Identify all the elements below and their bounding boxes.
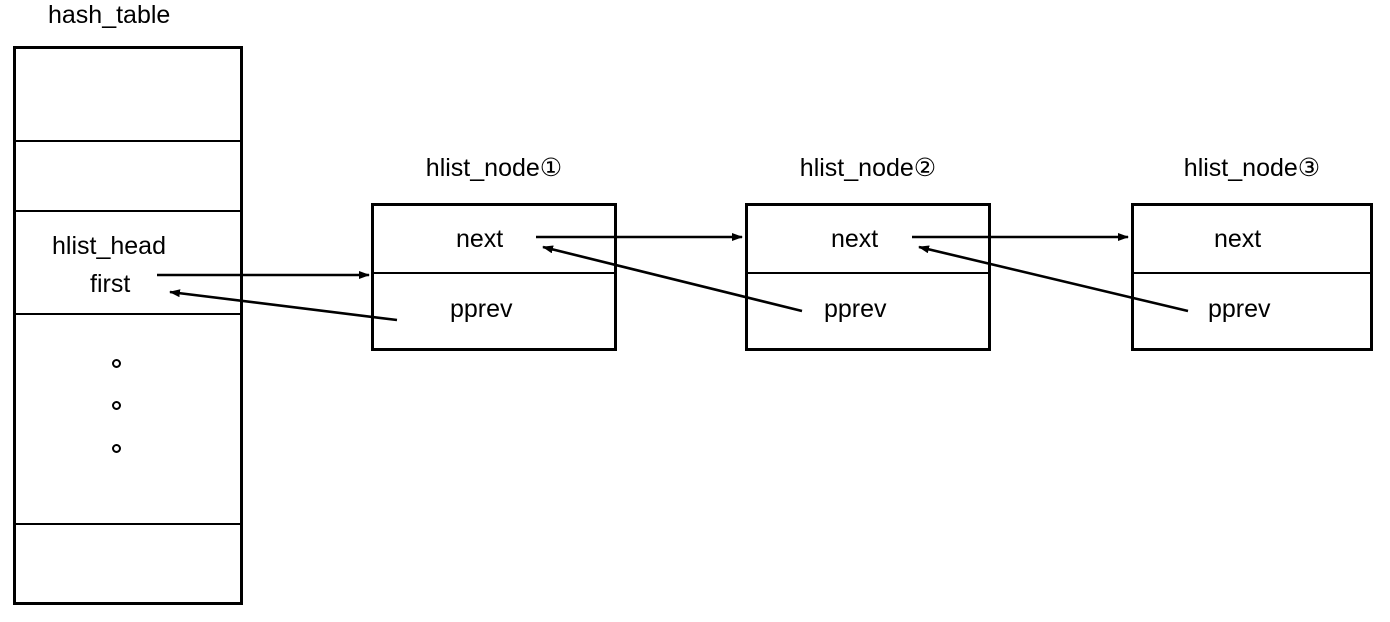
- hlist-node-2-title: hlist_node②: [799, 154, 937, 182]
- hash-table-row-divider-4: [16, 523, 240, 525]
- hlist-node-1-title: hlist_node①: [425, 154, 563, 182]
- ellipsis-dot-3: [112, 444, 121, 453]
- hlist-node-1-pprev-label: pprev: [450, 295, 513, 323]
- hlist-node-3-divider: [1134, 272, 1370, 274]
- ellipsis-dot-1: [112, 359, 121, 368]
- hash-table-title: hash_table: [48, 1, 171, 29]
- hlist-head-label: hlist_head: [52, 232, 166, 260]
- hlist-node-2-next-label: next: [831, 225, 879, 253]
- ellipsis-dot-2: [112, 401, 121, 410]
- hlist-node-3-title: hlist_node③: [1183, 154, 1321, 182]
- hlist-node-1-divider: [374, 272, 614, 274]
- hash-table-row-divider-3: [16, 313, 240, 315]
- hash-table-row-divider-1: [16, 140, 240, 142]
- first-pointer-label: first: [90, 270, 131, 298]
- hash-table-box: [13, 46, 243, 605]
- hlist-node-3-next-label: next: [1214, 225, 1262, 253]
- hlist-node-3-pprev-label: pprev: [1208, 295, 1271, 323]
- hlist-node-1-next-label: next: [456, 225, 504, 253]
- hash-table-row-divider-2: [16, 210, 240, 212]
- hlist-node-2-pprev-label: pprev: [824, 295, 887, 323]
- hlist-node-2-divider: [748, 272, 988, 274]
